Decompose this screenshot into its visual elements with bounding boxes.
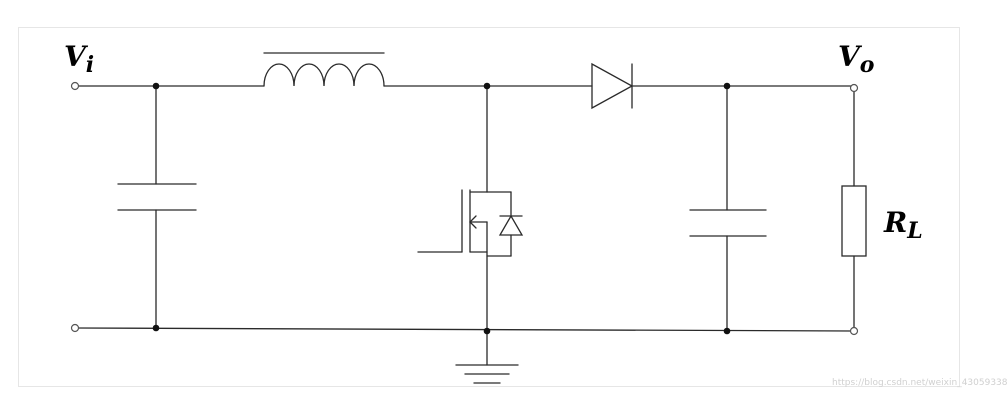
bottom-wire bbox=[75, 327, 853, 332]
junction-dot bbox=[483, 327, 491, 335]
junction-dot bbox=[152, 324, 160, 332]
junction-dot bbox=[483, 82, 491, 90]
output-voltage-label: Vo bbox=[838, 40, 874, 78]
boost-converter-schematic: Vi Vo RL bbox=[64, 40, 923, 384]
output-terminal-top bbox=[849, 83, 859, 93]
mosfet-switch bbox=[417, 85, 488, 332]
diode bbox=[591, 62, 634, 110]
body-diode bbox=[486, 191, 524, 257]
load-resistor-label: RL bbox=[883, 206, 923, 244]
inductor bbox=[263, 52, 385, 87]
input-terminal-bottom bbox=[70, 323, 80, 333]
load-resistor bbox=[841, 89, 867, 328]
watermark: https://blog.csdn.net/weixin_43059338 bbox=[832, 378, 1008, 388]
input-terminal-top bbox=[70, 81, 80, 91]
ground-symbol bbox=[455, 330, 519, 384]
input-capacitor bbox=[117, 85, 197, 329]
input-voltage-label: Vi bbox=[64, 40, 94, 78]
junction-dot bbox=[723, 327, 731, 335]
output-capacitor bbox=[689, 85, 767, 332]
output-terminal-bottom bbox=[849, 326, 859, 336]
junction-dot bbox=[723, 82, 731, 90]
junction-dot bbox=[152, 82, 160, 90]
